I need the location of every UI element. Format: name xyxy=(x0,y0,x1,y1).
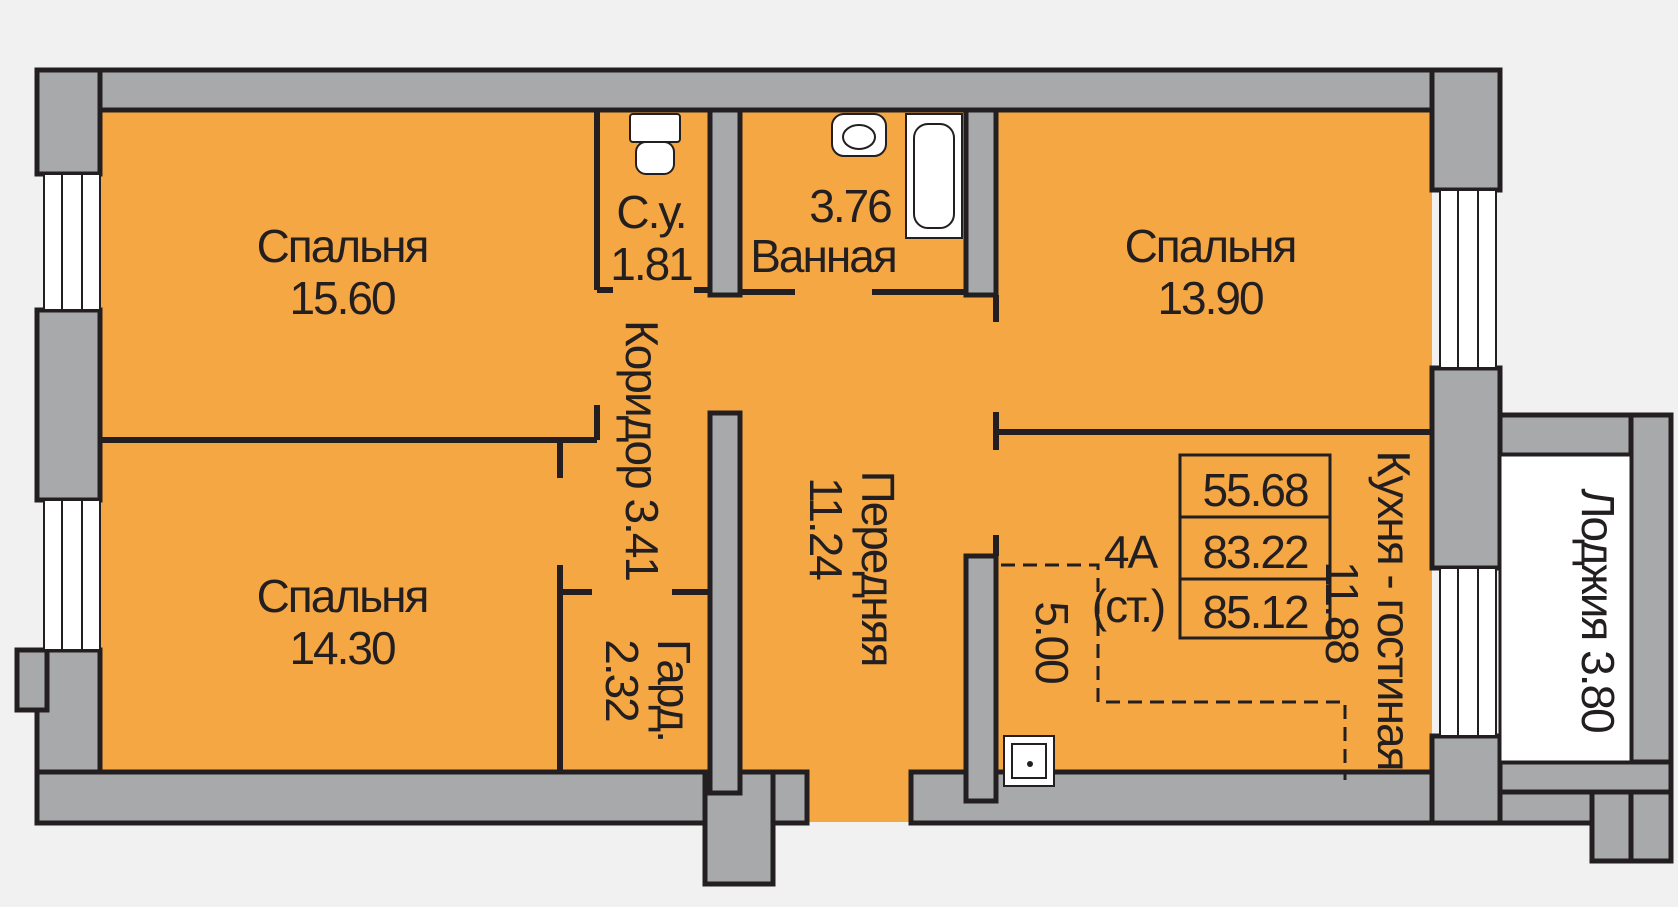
area-table xyxy=(1178,453,1332,640)
bedroom-right-name: Спальня xyxy=(1125,220,1296,272)
corridor-label: Коридор 3.41 xyxy=(616,320,668,580)
toilet-icon xyxy=(629,113,681,175)
windows xyxy=(43,173,1497,737)
bedroom-bottom-left-name: Спальня xyxy=(257,570,428,622)
loggia-floor xyxy=(1498,453,1633,764)
toilet-area: 1.81 xyxy=(610,238,692,290)
area-living: 55.68 xyxy=(1202,464,1308,516)
hall-name: Передняя xyxy=(852,471,904,666)
bedroom-bottom-left-area: 14.30 xyxy=(289,622,395,674)
room-labels: Спальня 15.60 Спальня 14.30 С.у. 1.81 3.… xyxy=(257,180,1624,770)
hall-area: 11.24 xyxy=(800,477,852,580)
toilet-name: С.у. xyxy=(616,186,685,238)
bedroom-right-area: 13.90 xyxy=(1157,272,1263,324)
wardrobe-name: Гард. xyxy=(648,639,700,741)
window-left-top xyxy=(43,173,101,311)
stove-icon xyxy=(1003,735,1055,787)
bathroom-name: Ванная xyxy=(750,230,896,282)
bathroom-area: 3.76 xyxy=(809,180,891,232)
bathtub-icon xyxy=(905,113,963,239)
window-left-bottom xyxy=(43,499,101,651)
loggia-label: Лоджия 3.80 xyxy=(1572,488,1624,732)
interior-walls xyxy=(707,107,999,804)
fixtures xyxy=(629,113,1055,787)
apartment-note: (ст.) xyxy=(1092,580,1164,632)
kitchen-zone-area: 5.00 xyxy=(1026,601,1078,683)
apartment-type: 4А xyxy=(1104,526,1159,578)
window-right-top xyxy=(1439,189,1497,369)
partitions xyxy=(100,110,1432,772)
wardrobe-area: 2.32 xyxy=(596,639,648,721)
room-floors xyxy=(100,110,1432,822)
kitchen-area: 11.88 xyxy=(1316,561,1368,663)
area-total: 83.22 xyxy=(1202,526,1308,578)
apartment-info: 4А (ст.) 55.68 83.22 85.12 xyxy=(1092,464,1310,638)
kitchen-name: Кухня - гостиная xyxy=(1368,451,1420,770)
bedroom-top-left-name: Спальня xyxy=(257,220,428,272)
bedroom-top-left-area: 15.60 xyxy=(289,272,395,324)
area-total-loggia: 85.12 xyxy=(1202,586,1308,638)
sink-icon xyxy=(831,113,887,157)
kitchen-zone-outline xyxy=(1001,563,1347,780)
window-right-bottom xyxy=(1439,567,1497,737)
